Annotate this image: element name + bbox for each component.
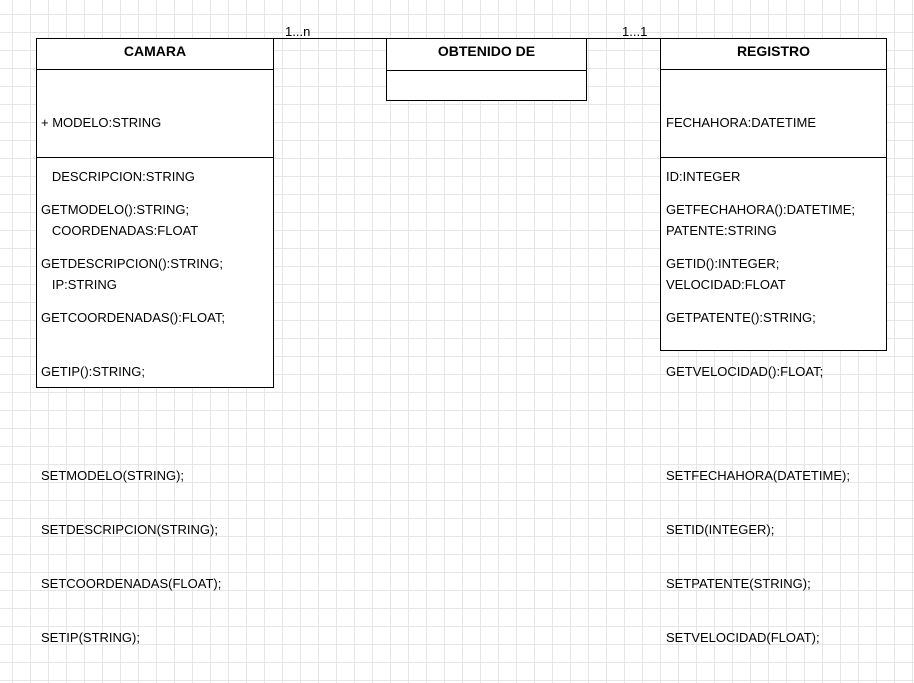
class-registro[interactable]: REGISTRO FECHAHORA:DATETIME ID:INTEGER P… (660, 38, 887, 645)
attribute: DESCRIPCION:STRING (41, 169, 195, 184)
method: GETVELOCIDAD():FLOAT; (666, 364, 824, 379)
association-line-right (587, 38, 660, 39)
attribute: PATENTE:STRING (666, 223, 777, 238)
method: GETPATENTE():STRING; (666, 310, 816, 325)
attribute: + MODELO:STRING (41, 115, 162, 130)
method: GETCOORDENADAS():FLOAT; (41, 310, 225, 325)
class-attributes: + MODELO:STRING DESCRIPCION:STRING COORD… (37, 70, 273, 292)
method: SETDESCRIPCION(STRING); (41, 522, 218, 537)
attribute: FECHAHORA:DATETIME (666, 115, 816, 130)
class-name: REGISTRO (661, 39, 886, 70)
multiplicity-registro: 1...1 (622, 24, 648, 39)
method: GETID():INTEGER; (666, 256, 780, 271)
attribute: IP:STRING (41, 277, 117, 292)
method: SETCOORDENADAS(FLOAT); (41, 576, 222, 591)
attribute: ID:INTEGER (666, 169, 741, 184)
method: GETDESCRIPCION():STRING; (41, 256, 224, 271)
class-camara[interactable]: CAMARA + MODELO:STRING DESCRIPCION:STRIN… (36, 38, 274, 645)
class-attributes: FECHAHORA:DATETIME ID:INTEGER PATENTE:ST… (661, 70, 886, 292)
attribute: VELOCIDAD:FLOAT (666, 277, 786, 292)
class-name: OBTENIDO DE (387, 39, 586, 71)
method-spacer (666, 417, 886, 431)
method: SETID(INTEGER); (666, 522, 775, 537)
method: SETVELOCIDAD(FLOAT); (666, 630, 820, 645)
method: SETPATENTE(STRING); (666, 576, 811, 591)
association-line-left (274, 38, 386, 39)
class-obtenido-de[interactable]: OBTENIDO DE (386, 38, 587, 101)
method: GETMODELO():STRING; (41, 202, 190, 217)
method: GETFECHAHORA():DATETIME; (666, 202, 855, 217)
class-name: CAMARA (37, 39, 273, 70)
method: GETIP():STRING; (41, 364, 145, 379)
multiplicity-camara: 1...n (285, 24, 311, 39)
attribute: COORDENADAS:FLOAT (41, 223, 199, 238)
method-spacer (41, 417, 273, 431)
method: SETIP(STRING); (41, 630, 140, 645)
method: SETMODELO(STRING); (41, 468, 185, 483)
method: SETFECHAHORA(DATETIME); (666, 468, 850, 483)
